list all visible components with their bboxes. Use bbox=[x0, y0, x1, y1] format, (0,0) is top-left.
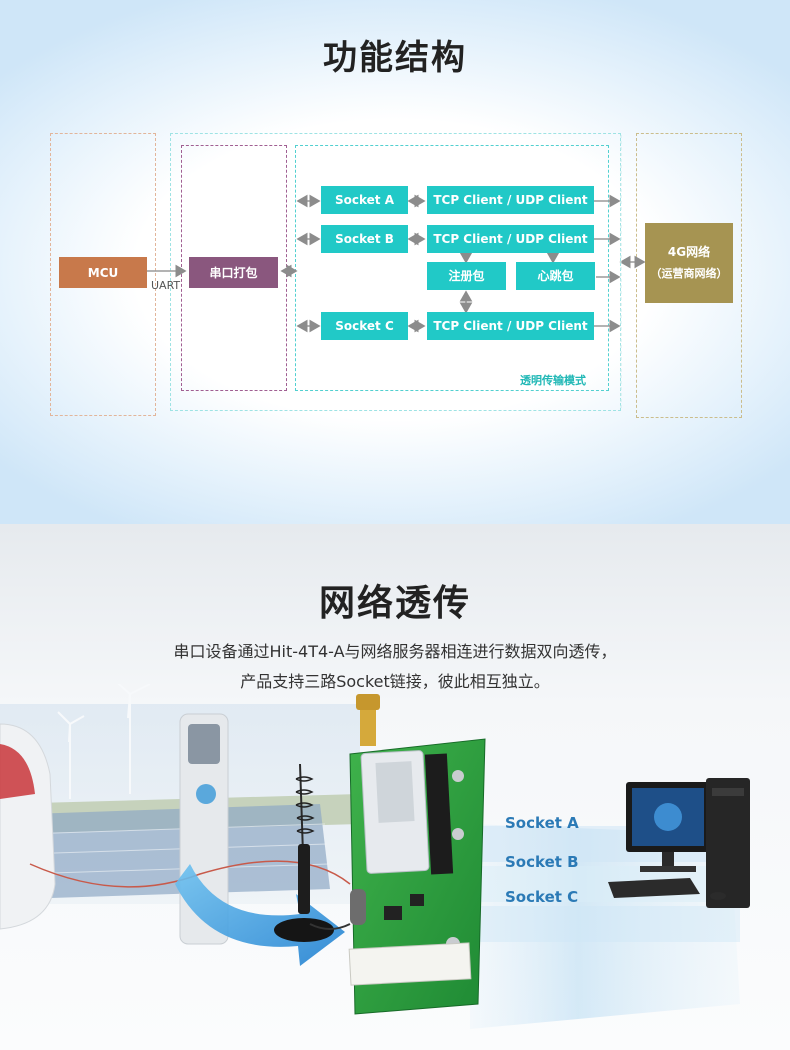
function-structure-section: 功能结构 bbox=[0, 0, 790, 524]
register-packet-block: 注册包 bbox=[427, 262, 506, 290]
client-b-block: TCP Client / UDP Client bbox=[427, 225, 594, 253]
socket-b-label: Socket B bbox=[505, 853, 579, 871]
flow-arrows bbox=[117, 135, 646, 410]
network-label: 4G网络 bbox=[667, 245, 711, 259]
network-sublabel: （运营商网络） bbox=[650, 267, 728, 280]
client-c-block: TCP Client / UDP Client bbox=[427, 312, 594, 340]
network-transparent-section: 网络透传 串口设备通过Hit-4T4-A与网络服务器相连进行数据双向透传， 产品… bbox=[0, 524, 790, 1050]
packet-block: 串口打包 bbox=[189, 257, 278, 288]
socket-b-block: Socket B bbox=[321, 225, 408, 253]
hit-4t4-a-module bbox=[348, 694, 486, 1015]
computer bbox=[608, 778, 750, 908]
transparent-mode-label: 透明传输模式 bbox=[520, 374, 586, 387]
description-line-1: 串口设备通过Hit-4T4-A与网络服务器相连进行数据双向透传， bbox=[173, 642, 617, 661]
socket-a-block: Socket A bbox=[321, 186, 408, 214]
uart-label: UART bbox=[151, 279, 181, 292]
socket-c-block: Socket C bbox=[321, 312, 408, 340]
network-block: 4G网络 （运营商网络） bbox=[645, 223, 733, 303]
antenna bbox=[274, 763, 351, 942]
client-a-block: TCP Client / UDP Client bbox=[427, 186, 594, 214]
solar-panels bbox=[20, 804, 330, 899]
network-transparent-title: 网络透传 bbox=[318, 583, 471, 624]
network-zone-frame bbox=[636, 133, 742, 418]
description-line-2: 产品支持三路Socket链接，彼此相互独立。 bbox=[240, 672, 550, 691]
transmission-illustration bbox=[0, 684, 750, 1029]
function-structure-title: 功能结构 bbox=[323, 38, 467, 78]
socket-c-label: Socket C bbox=[505, 888, 579, 906]
socket-a-label: Socket A bbox=[505, 814, 579, 832]
heartbeat-packet-block: 心跳包 bbox=[516, 262, 595, 290]
mcu-block: MCU bbox=[59, 257, 147, 288]
